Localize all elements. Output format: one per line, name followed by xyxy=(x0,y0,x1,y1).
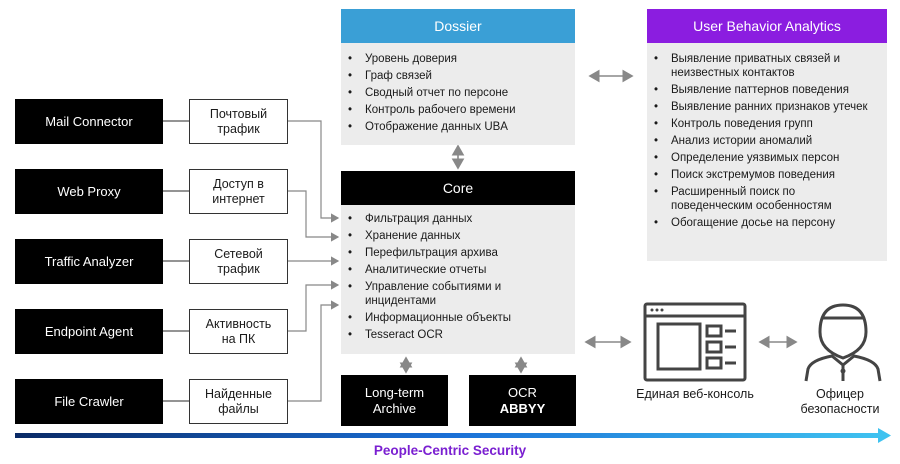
console-label: Единая веб-консоль xyxy=(636,387,754,401)
list-item: Хранение данных xyxy=(341,229,567,243)
source-label: Web Proxy xyxy=(57,184,121,199)
list-item: Контроль поведения групп xyxy=(647,117,879,131)
dossier-title: Dossier xyxy=(434,18,482,34)
source-links xyxy=(163,120,189,402)
list-item: Отображение данных UBA xyxy=(341,120,575,134)
route-lines xyxy=(288,120,340,402)
list-item: Анализ истории аномалий xyxy=(647,134,879,148)
channel-label: Активность на ПК xyxy=(205,316,272,346)
channel-mail-traffic: Почтовый трафик xyxy=(189,99,288,144)
list-item: Определение уязвимых персон xyxy=(647,151,879,165)
channel-label: Почтовый трафик xyxy=(209,106,268,136)
source-label: File Crawler xyxy=(54,394,124,409)
list-item: Tesseract OCR xyxy=(341,328,567,342)
archive-line1: Long-term xyxy=(364,384,425,400)
list-item: Обогащение досье на персону xyxy=(647,216,879,230)
list-item: Аналитические отчеты xyxy=(341,263,567,277)
source-label: Endpoint Agent xyxy=(44,324,134,339)
list-item: Сводный отчет по персоне xyxy=(341,86,575,100)
dossier-panel: Dossier Уровень доверия Граф связей Свод… xyxy=(341,9,575,145)
list-item: Информационные объекты xyxy=(341,311,567,325)
core-title: Core xyxy=(442,180,474,196)
bidirectional-arrows xyxy=(399,69,798,374)
archive-line2: Archive xyxy=(372,400,417,416)
ocr-line1: OCR xyxy=(508,384,537,400)
uba-panel: User Behavior Analytics Выявление приват… xyxy=(647,9,887,261)
ocr-abbyy-block: OCR ABBYY xyxy=(469,375,576,426)
uba-title: User Behavior Analytics xyxy=(693,18,841,34)
ocr-line2: ABBYY xyxy=(499,400,546,416)
list-item: Выявление приватных связей и неизвестных… xyxy=(647,52,879,80)
footer-title: People-Centric Security xyxy=(0,443,900,458)
footer-title-text: People-Centric Security xyxy=(373,443,527,458)
source-label: Mail Connector xyxy=(45,114,133,129)
officer-label: Офицер безопасности xyxy=(800,387,880,416)
source-web-proxy: Web Proxy xyxy=(15,169,163,214)
channel-internet-access: Доступ в интернет xyxy=(189,169,288,214)
uba-list: Выявление приватных связей и неизвестных… xyxy=(647,43,887,230)
console-caption: Единая веб-консоль xyxy=(635,387,755,402)
channel-found-files: Найденные файлы xyxy=(189,379,288,424)
officer-caption: Офицер безопасности xyxy=(780,387,900,417)
list-item: Поиск экстремумов поведения xyxy=(647,168,879,182)
channel-label: Доступ в интернет xyxy=(212,176,265,206)
core-header: Core xyxy=(341,171,575,205)
core-list: Фильтрация данных Хранение данных Перефи… xyxy=(341,205,575,342)
source-label: Traffic Analyzer xyxy=(44,254,134,269)
uba-header: User Behavior Analytics xyxy=(647,9,887,43)
channel-pc-activity: Активность на ПК xyxy=(189,309,288,354)
channel-label: Сетевой трафик xyxy=(214,246,263,276)
list-item: Выявление паттернов поведения xyxy=(647,83,879,97)
dossier-header: Dossier xyxy=(341,9,575,43)
source-traffic-analyzer: Traffic Analyzer xyxy=(15,239,163,284)
source-endpoint-agent: Endpoint Agent xyxy=(15,309,163,354)
list-item: Управление событиями и инцидентами xyxy=(341,280,567,308)
dossier-list: Уровень доверия Граф связей Сводный отче… xyxy=(341,43,575,134)
channel-network-traffic: Сетевой трафик xyxy=(189,239,288,284)
list-item: Фильтрация данных xyxy=(341,212,567,226)
source-mail-connector: Mail Connector xyxy=(15,99,163,144)
list-item: Перефильтрация архива xyxy=(341,246,567,260)
channel-label: Найденные файлы xyxy=(205,386,272,416)
core-panel: Core Фильтрация данных Хранение данных П… xyxy=(341,171,575,354)
list-item: Выявление ранних признаков утечек xyxy=(647,100,879,114)
source-file-crawler: File Crawler xyxy=(15,379,163,424)
list-item: Контроль рабочего времени xyxy=(341,103,575,117)
long-term-archive-block: Long-term Archive xyxy=(341,375,448,426)
list-item: Уровень доверия xyxy=(341,52,575,66)
list-item: Расширенный поиск по поведенческим особе… xyxy=(647,185,879,213)
people-centric-arrow xyxy=(15,428,891,443)
list-item: Граф связей xyxy=(341,69,575,83)
